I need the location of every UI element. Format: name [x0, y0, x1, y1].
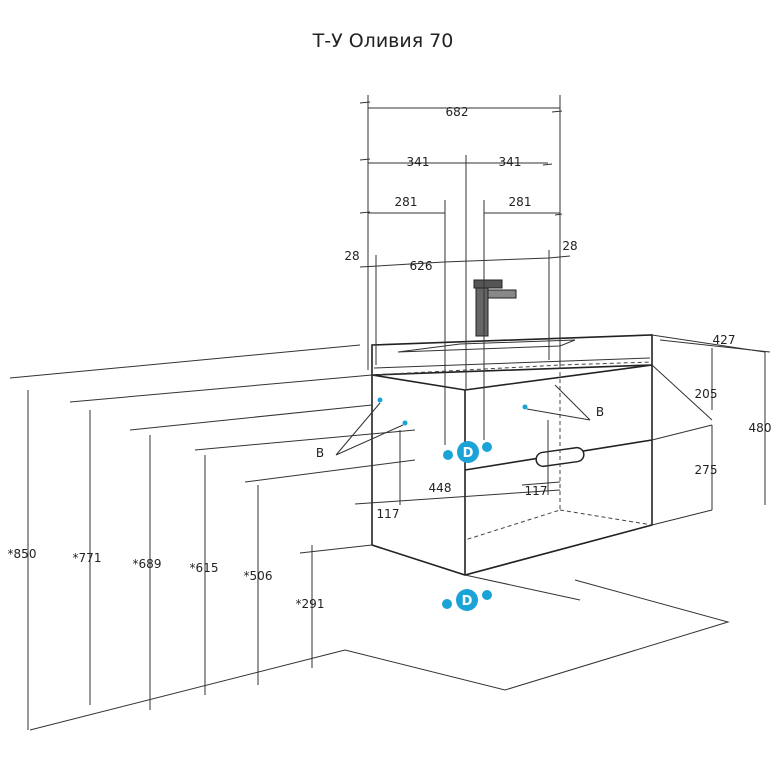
- connection-marker-floor: D: [442, 589, 492, 611]
- bottom-dimensions: [354, 420, 561, 505]
- label-d-floor: D: [462, 594, 473, 609]
- title: Т-У Оливия 70: [312, 30, 454, 52]
- dim-615: *615: [190, 561, 219, 575]
- label-b-right: B: [596, 405, 604, 419]
- cabinet: [371, 364, 653, 576]
- dim-117-right: 117: [525, 484, 548, 498]
- dim-480: 480: [749, 421, 772, 435]
- dim-281-right: 281: [509, 195, 532, 209]
- label-d-main: D: [463, 446, 474, 461]
- dim-205: 205: [695, 387, 718, 401]
- dim-28-left: 28: [344, 249, 359, 263]
- dim-291: *291: [296, 597, 325, 611]
- top-dimensions: [359, 95, 571, 445]
- dim-28-right: 28: [562, 239, 577, 253]
- washbasin: [371, 334, 653, 376]
- mounting-points: [335, 384, 591, 456]
- dim-448: 448: [429, 481, 452, 495]
- dim-771: *771: [73, 551, 102, 565]
- faucet: [473, 279, 517, 337]
- connection-marker-cabinet: D: [443, 441, 492, 463]
- dim-281-left: 281: [395, 195, 418, 209]
- hidden-edges: [371, 361, 653, 541]
- dim-427: 427: [713, 333, 736, 347]
- dim-341-right: 341: [499, 155, 522, 169]
- dim-850: *850: [8, 547, 37, 561]
- perspective-lines: [9, 334, 766, 731]
- dim-341-left: 341: [407, 155, 430, 169]
- label-b-left: B: [316, 446, 324, 460]
- dim-275: 275: [695, 463, 718, 477]
- left-height-dimensions: [27, 390, 313, 730]
- dim-626: 626: [410, 259, 433, 273]
- dim-117-left: 117: [377, 507, 400, 521]
- dim-682: 682: [446, 105, 469, 119]
- right-dimensions: [659, 339, 771, 510]
- dim-506: *506: [244, 569, 273, 583]
- dim-689: *689: [133, 557, 162, 571]
